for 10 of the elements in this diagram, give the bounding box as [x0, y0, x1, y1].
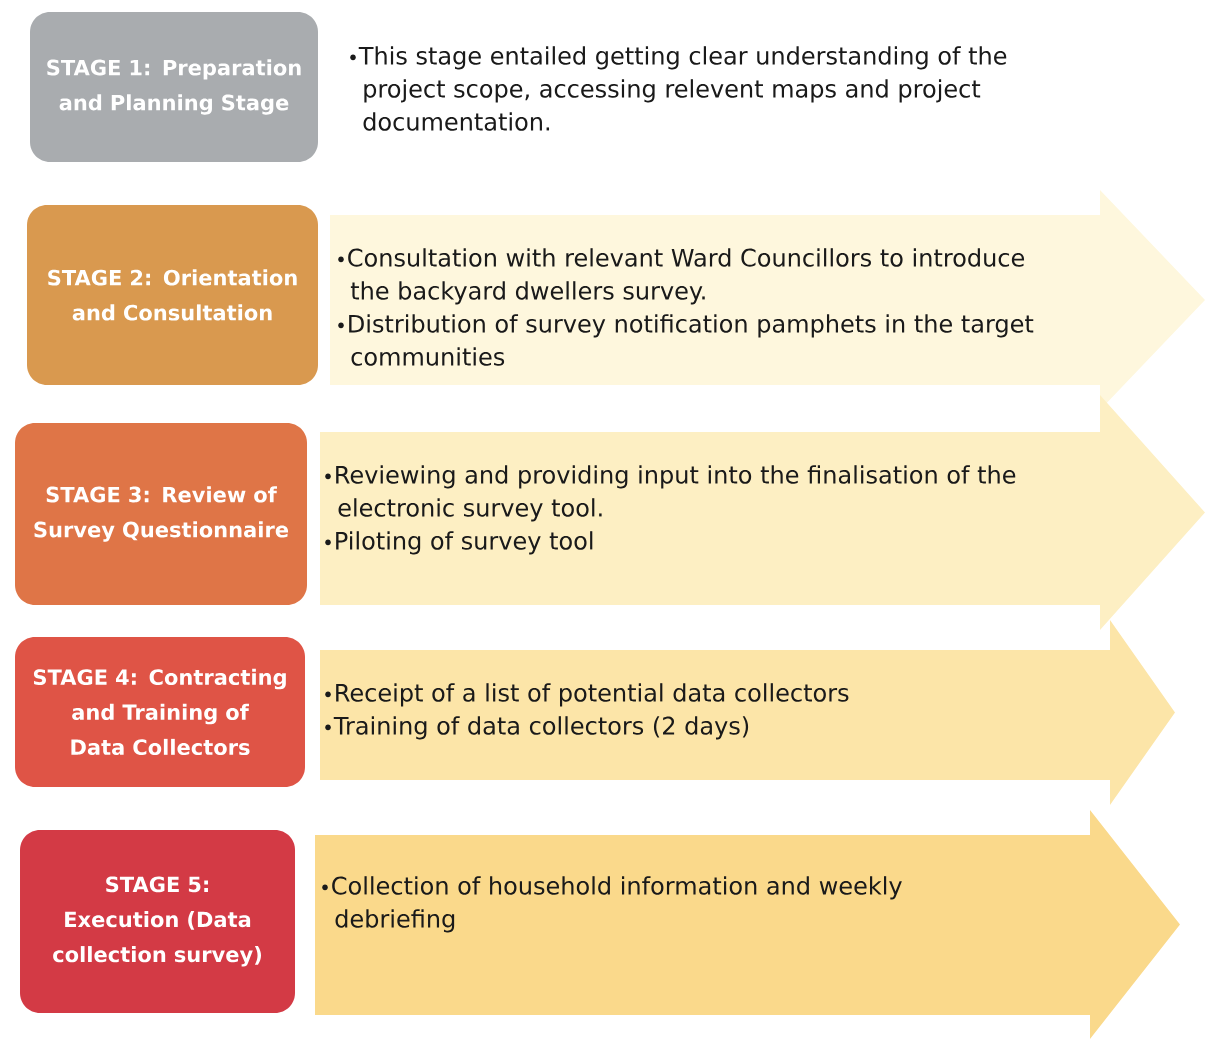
stage-box: STAGE 2: Orientation and Consultation [27, 205, 318, 385]
arrow-band: Reviewing and providing input into the finalisation of the electronic survey tool. Piloting of survey tool [320, 395, 1205, 630]
stage-box: STAGE 1: Preparation and Planning Stage [30, 12, 318, 162]
arrow-band: Consultation with relevant Ward Councillors to introduce the backyard dwellers survey. Distribution of survey notification pamphets in the target communities [330, 190, 1205, 410]
stage-box: STAGE 5: Execution (Data collection survey) [20, 830, 295, 1013]
stage-box: STAGE 3: Review of Survey Questionnaire [15, 423, 307, 605]
stage-box: STAGE 4: Contracting and Training of Data Collectors [15, 637, 305, 787]
arrow-band: Receipt of a list of potential data collectors Training of data collectors (2 days) [320, 620, 1175, 805]
arrow-band: Collection of household information and weekly debriefing [315, 810, 1180, 1039]
description-text: This stage entailed getting clear understanding of the project scope, accessing relevent maps and project documentation. [350, 46, 1007, 131]
